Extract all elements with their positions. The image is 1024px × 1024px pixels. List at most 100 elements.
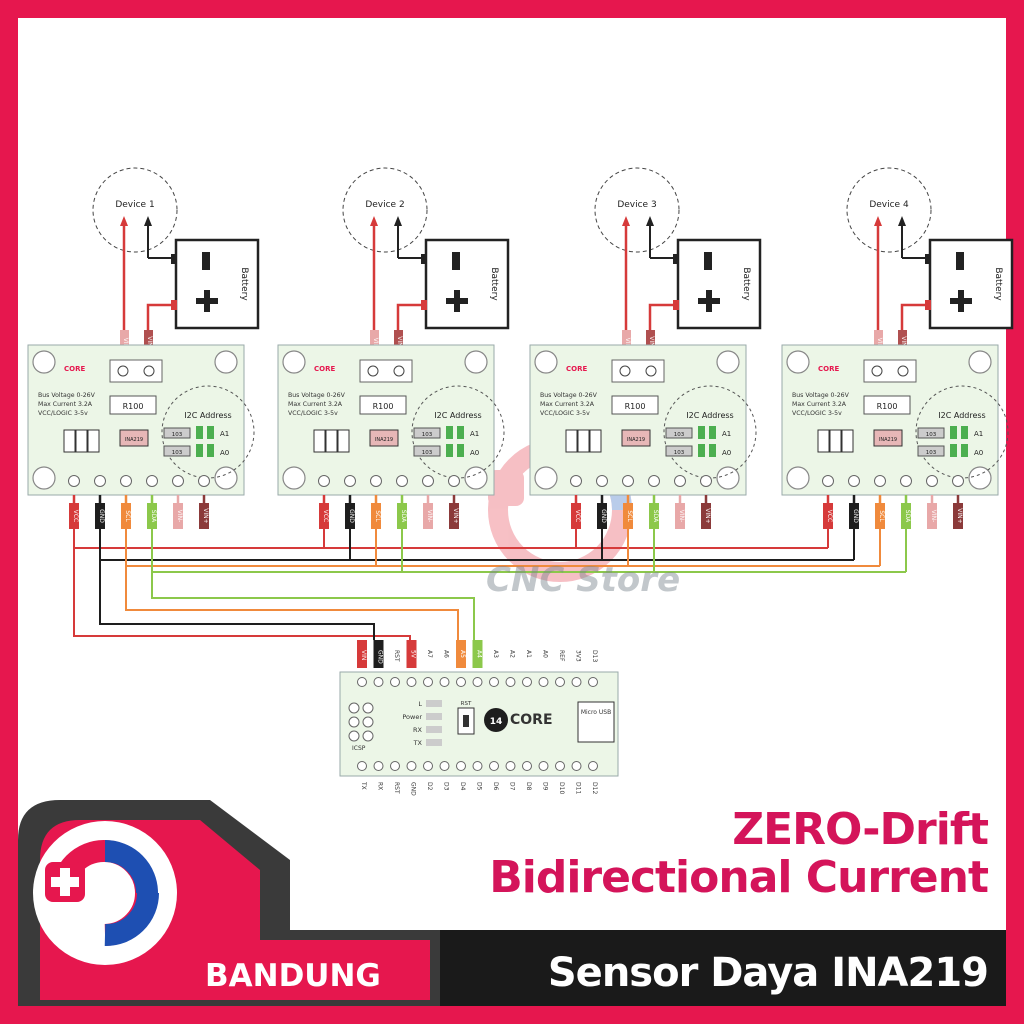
screw-icon: [619, 365, 631, 377]
pin-tag: [901, 503, 911, 529]
a1-label: A1: [470, 430, 479, 438]
header-pin-icon: [172, 475, 184, 487]
address-pad: [709, 444, 716, 457]
led-icon: [426, 726, 442, 733]
screw-icon: [871, 365, 883, 377]
capacitor-icon: [841, 429, 854, 453]
vin-plus-tag-label: VIN+: [146, 336, 153, 351]
pin-label: SCL: [878, 510, 885, 522]
header-pin-icon: [952, 475, 964, 487]
nano-pin-icon: [390, 761, 400, 771]
mount-hole-icon: [282, 350, 306, 374]
jumper-resistor: [413, 427, 441, 439]
nano-logo: CORE: [510, 712, 553, 728]
battery-icon: [174, 238, 260, 330]
arrow-icon: [144, 216, 152, 226]
screw-icon: [367, 365, 379, 377]
header-pin-icon: [874, 475, 886, 487]
address-pad: [457, 426, 464, 439]
nano-pin-icon: [357, 677, 367, 687]
nano-link-wire: [151, 572, 475, 640]
jumper-label: 103: [674, 432, 685, 438]
spec-line: Bus Voltage 0-26V: [792, 392, 850, 399]
vin-plus-tag: [646, 330, 655, 358]
capacitor-icon: [63, 429, 76, 453]
pin-label: VIN-: [678, 510, 685, 523]
pin-label: VCC: [72, 510, 79, 522]
pin-label: VIN-: [176, 510, 183, 523]
jumper-label: 103: [172, 432, 183, 438]
address-pad: [961, 444, 968, 457]
header-pin-icon: [622, 475, 634, 487]
mount-hole-icon: [786, 466, 810, 490]
core-logo: CORE: [818, 365, 839, 373]
nano-pin-icon: [571, 761, 582, 771]
spec-line: Max Current 3.2A: [288, 401, 343, 408]
nano-bottom-pin-label: D10: [558, 782, 565, 794]
pin-tag: [69, 503, 79, 529]
header-pin-icon: [318, 475, 330, 487]
mount-hole-icon: [716, 466, 740, 490]
nano-link-wire: [99, 560, 375, 640]
vin-minus-tag-label: VIN-: [372, 338, 379, 351]
nano-pin-icon: [456, 677, 466, 687]
icsp-pin-icon: [348, 730, 360, 742]
header-pin-icon: [700, 475, 712, 487]
nano-bottom-pin-label: D6: [492, 782, 499, 791]
nano-pin-icon: [472, 761, 483, 771]
nano-pin-icon: [538, 677, 549, 687]
reset-button-icon: [463, 715, 469, 727]
nano-bottom-pin-label: D9: [542, 782, 549, 791]
spec-line: Max Current 3.2A: [540, 401, 595, 408]
battery-terminal-pos: [673, 300, 679, 310]
nano-top-pin-label: A3: [492, 650, 499, 658]
jumper-resistor: [163, 445, 191, 457]
header-pin-icon: [648, 475, 660, 487]
nano-link-wire: [73, 548, 411, 640]
nano-pin-icon: [456, 761, 466, 771]
nano-pcb: [339, 671, 619, 777]
address-pad: [207, 444, 214, 457]
shunt-resistor: [359, 395, 407, 415]
shunt-label: R100: [123, 402, 144, 411]
pin-tag: [121, 503, 131, 529]
capacitor-icon: [87, 429, 100, 453]
nano-bottom-pin-label: D4: [459, 782, 466, 791]
vin-minus-tag: [370, 330, 379, 358]
nano-pin-icon: [505, 761, 516, 771]
header-pin-icon: [94, 475, 106, 487]
jumper-label: 103: [172, 450, 183, 456]
plus-icon: [706, 290, 712, 312]
address-pad: [196, 426, 203, 439]
nano-pin-icon: [555, 677, 565, 687]
nano-bottom-pin-label: RST: [393, 782, 400, 794]
nano-link-wire: [125, 566, 459, 640]
jumper-resistor: [917, 445, 945, 457]
screw-icon: [117, 365, 129, 377]
nano-pin-icon: [489, 761, 499, 771]
nano-pin-tag: [472, 640, 483, 668]
header-pin-icon: [926, 475, 938, 487]
pin-tag: [571, 503, 581, 529]
ina219-chip: [369, 429, 399, 447]
pin-tag: [597, 503, 607, 529]
header-pin-icon: [674, 475, 686, 487]
mount-hole-icon: [716, 350, 740, 374]
nano-top-pin-label: GND: [377, 650, 384, 664]
header-pin-icon: [900, 475, 912, 487]
pin-tag: [927, 503, 937, 529]
pin-tag: [95, 503, 105, 529]
pin-label: VIN+: [956, 508, 963, 523]
address-pad: [698, 444, 705, 457]
device-label: Device 1: [115, 200, 154, 210]
device-circle: [846, 167, 932, 253]
mount-hole-icon: [282, 466, 306, 490]
arrow-icon: [898, 216, 906, 226]
header-pin-icon: [68, 475, 80, 487]
i2c-title: I2C Address: [686, 411, 733, 420]
pin-tag: [649, 503, 659, 529]
